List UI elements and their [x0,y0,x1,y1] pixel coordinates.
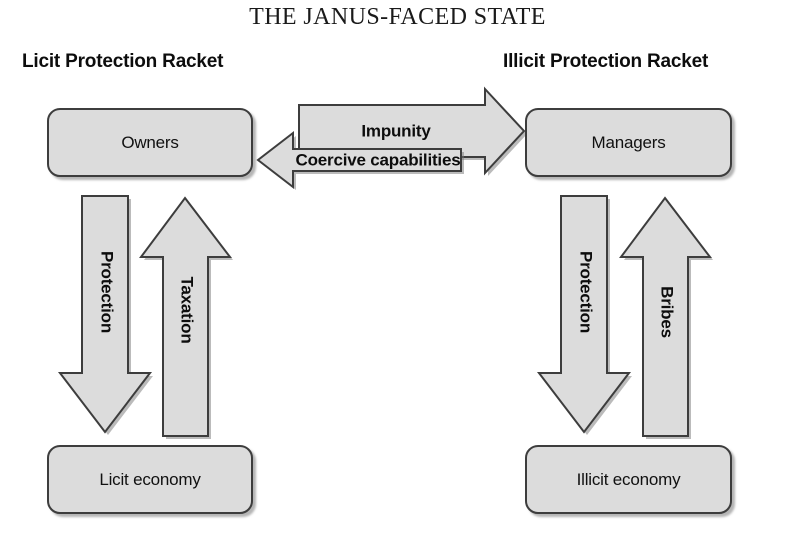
arrow-label-right-bribes: Bribes [658,286,677,338]
arrow-right-protection: Protection [536,195,632,435]
arrow-label-right-protection: Protection [577,251,596,333]
node-managers: Managers [525,108,732,177]
arrow-label-impunity: Impunity [361,121,431,140]
arrow-label-coercive-capabilities: Coercive capabilities [296,150,461,169]
node-owners-label: Owners [121,132,179,152]
column-heading-licit: Licit Protection Racket [22,51,224,72]
arrow-label-left-taxation: Taxation [178,276,197,343]
node-owners: Owners [47,108,253,177]
node-licit-economy: Licit economy [47,445,253,514]
page-title: THE JANUS-FACED STATE [249,4,546,30]
arrow-coercive-capabilities: Coercive capabilities [256,130,464,190]
column-heading-illicit: Illicit Protection Racket [503,51,709,72]
arrow-right-bribes: Bribes [619,196,713,439]
arrow-left-protection: Protection [57,195,153,435]
arrow-left-taxation: Taxation [139,196,233,439]
node-illicit-economy: Illicit economy [525,445,732,514]
node-illicit-economy-label: Illicit economy [576,469,681,489]
node-managers-label: Managers [591,132,666,152]
node-licit-economy-label: Licit economy [99,469,201,489]
arrow-label-left-protection: Protection [98,251,117,333]
